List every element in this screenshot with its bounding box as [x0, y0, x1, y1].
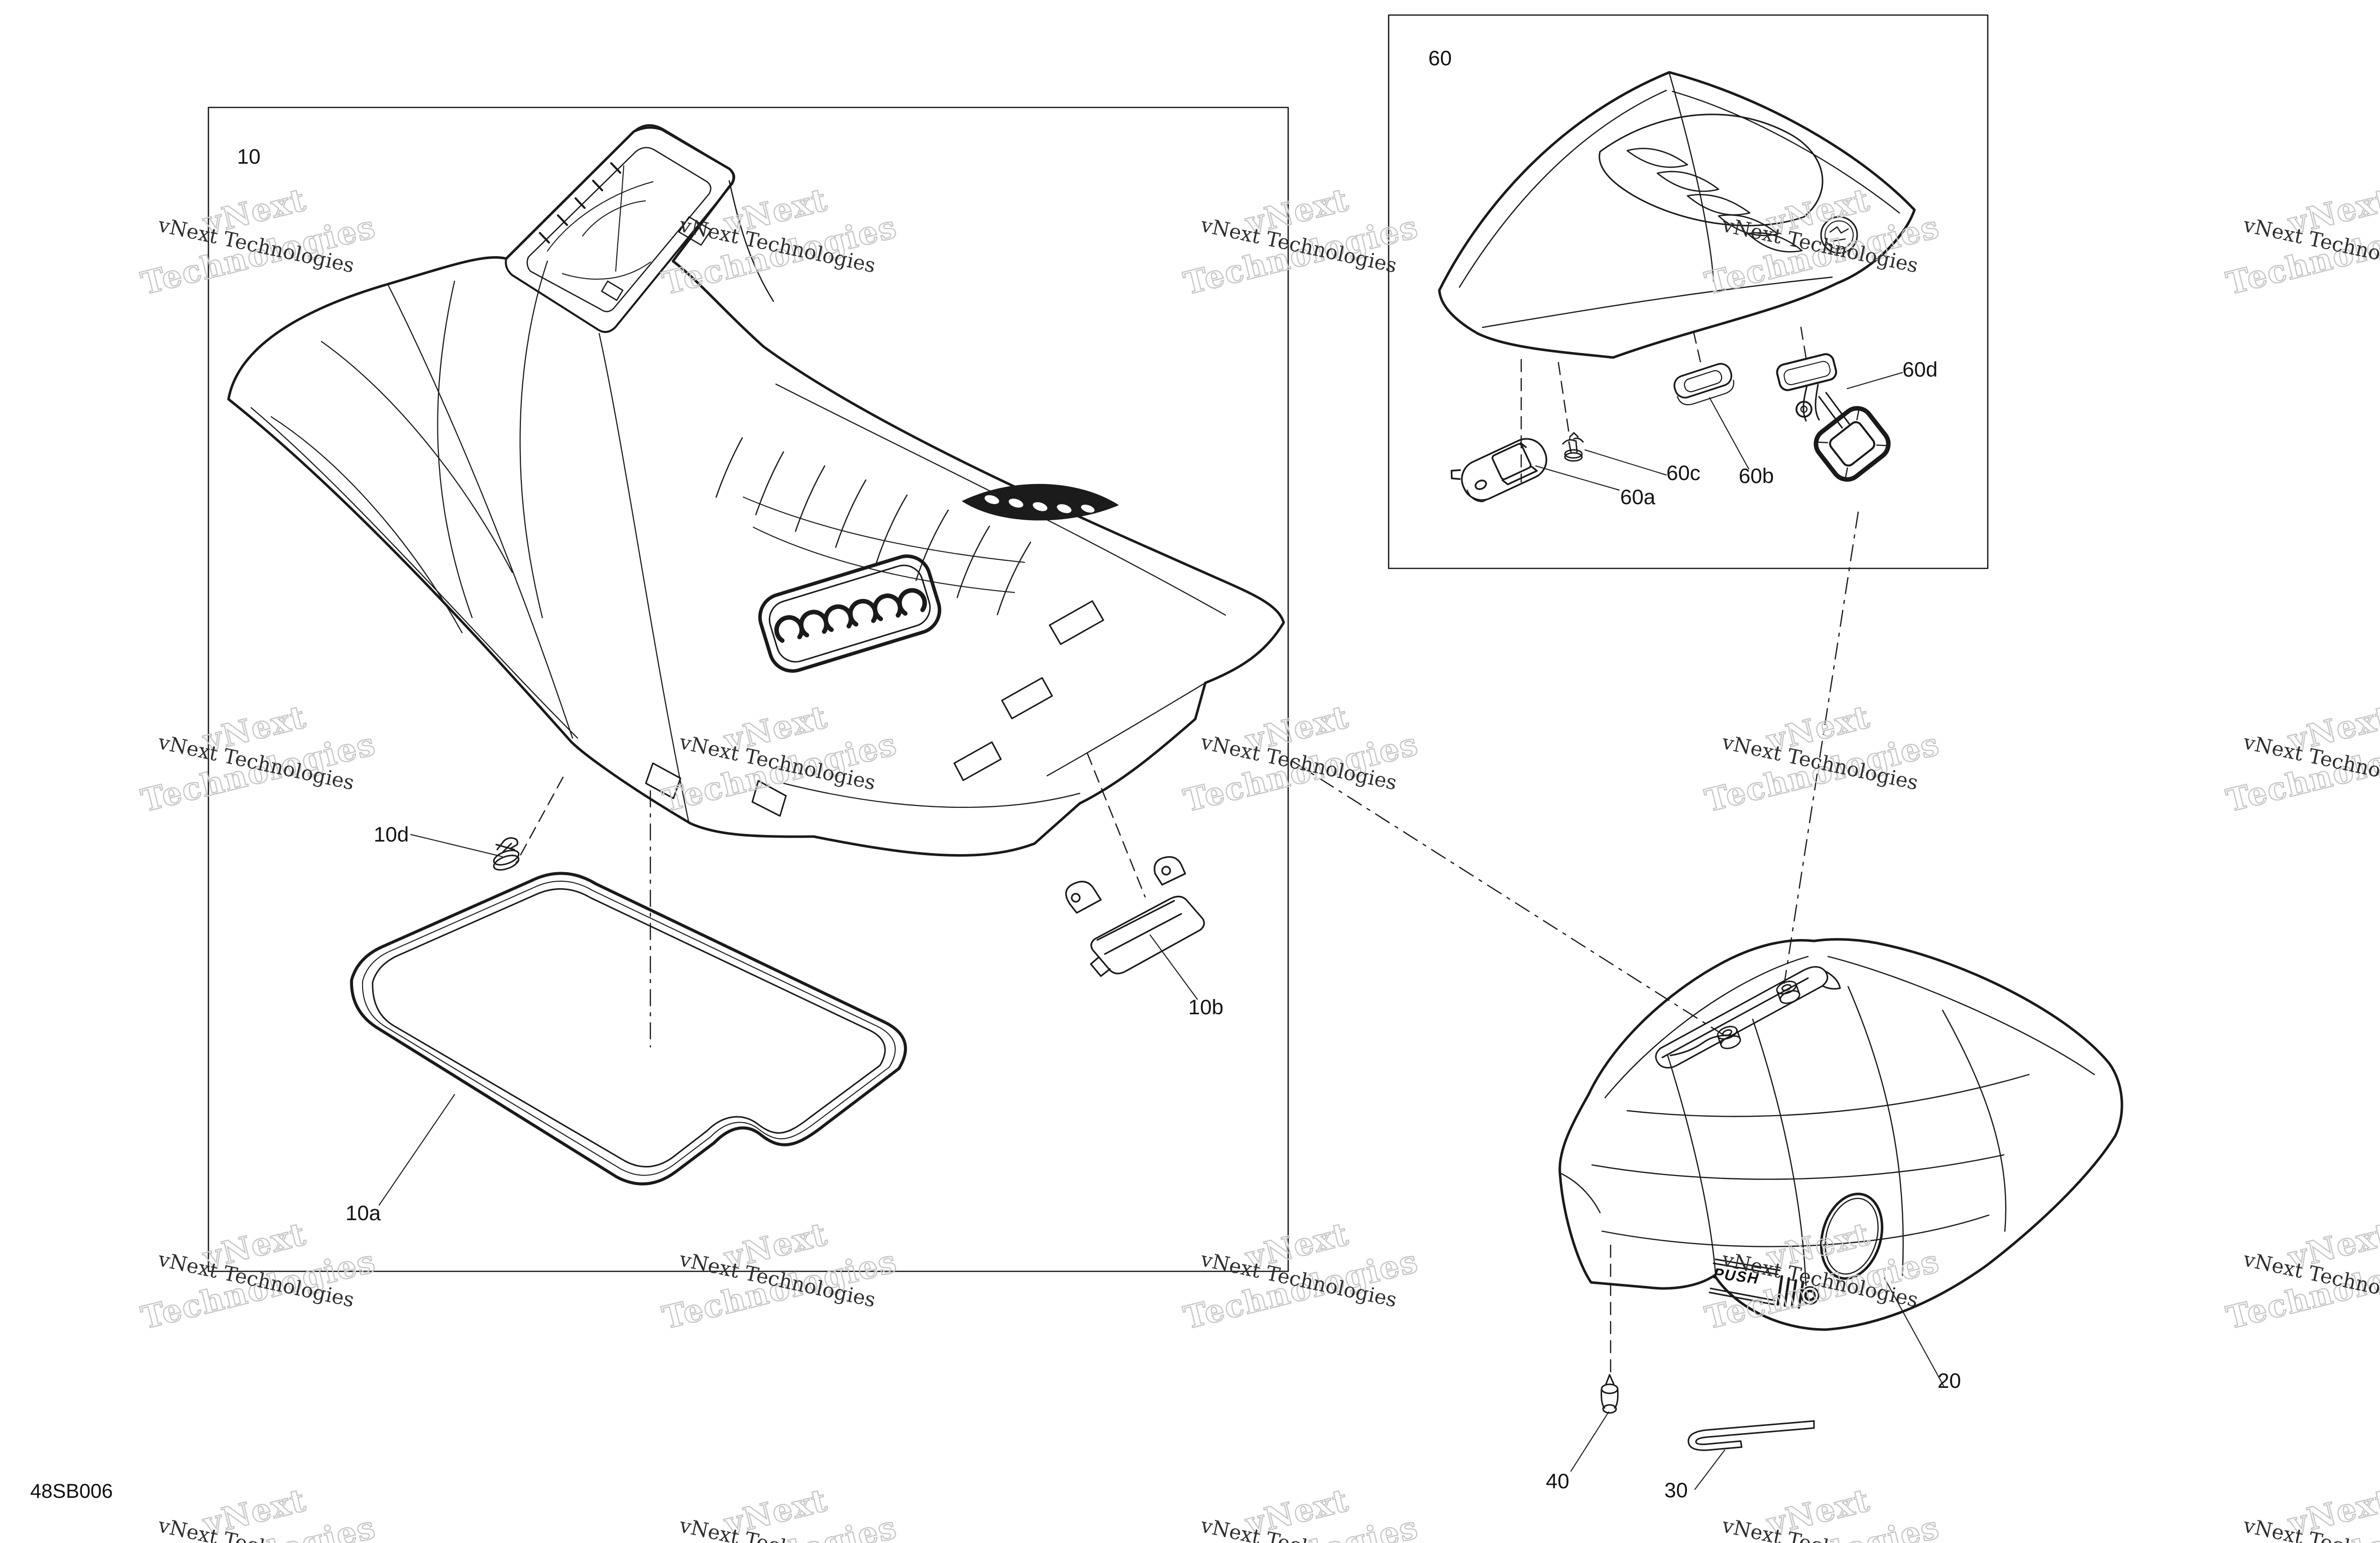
storage-opening: [505, 124, 774, 333]
inset-group-box: [1388, 14, 1989, 569]
group-boxes: [207, 14, 1989, 1272]
label-part-60d: 60d: [1902, 358, 1938, 381]
cowl-emblem: [1820, 216, 1858, 254]
label-part-30: 30: [1664, 1478, 1688, 1502]
assembly-dashdot-lines: [649, 511, 1859, 1048]
assembly-dashed-lines: [514, 326, 1807, 1379]
bracket-10b: [1065, 856, 1205, 977]
clip-60b: [1673, 363, 1735, 406]
seat-cover-drawing: [227, 124, 1285, 857]
latch-handle-60d: [1776, 353, 1891, 482]
label-part-10b: 10b: [1188, 995, 1224, 1019]
label-part-10d: 10d: [374, 822, 409, 846]
seat-brand-badge: [758, 554, 942, 673]
label-part-60: 60: [1428, 46, 1452, 70]
clip-10d: [493, 837, 520, 871]
seat-vent-ridges: [715, 437, 1032, 616]
label-part-60a: 60a: [1620, 485, 1656, 509]
push-latch: [1709, 1258, 1820, 1309]
label-leader-lines: [379, 372, 1944, 1490]
seat-edge-badge: [962, 484, 1119, 521]
label-part-60c: 60c: [1666, 461, 1701, 485]
main-group-box: [207, 106, 1289, 1272]
label-part-10a: 10a: [346, 1201, 381, 1225]
rear-cover-drawing-20: [1558, 938, 2123, 1331]
seat-mounting-tabs: [645, 600, 1104, 817]
cowl-drawing-60: [1438, 71, 1916, 359]
clip-rod-30: [1687, 1420, 1815, 1451]
seal-ring-10a: [350, 872, 907, 1185]
pin-40: [1601, 1374, 1619, 1414]
label-part-20: 20: [1938, 1369, 1961, 1392]
diagram-code: 48SB006: [30, 1480, 113, 1502]
label-part-40: 40: [1546, 1469, 1569, 1493]
label-part-10: 10: [237, 145, 261, 168]
latch-plate-60a: [1450, 438, 1547, 503]
push-pin-60c: [1562, 432, 1584, 462]
rivet: [1776, 981, 1800, 1004]
label-part-60b: 60b: [1739, 464, 1774, 488]
cowl-vent-slats: [1626, 148, 1803, 253]
rivet: [1717, 1026, 1741, 1049]
